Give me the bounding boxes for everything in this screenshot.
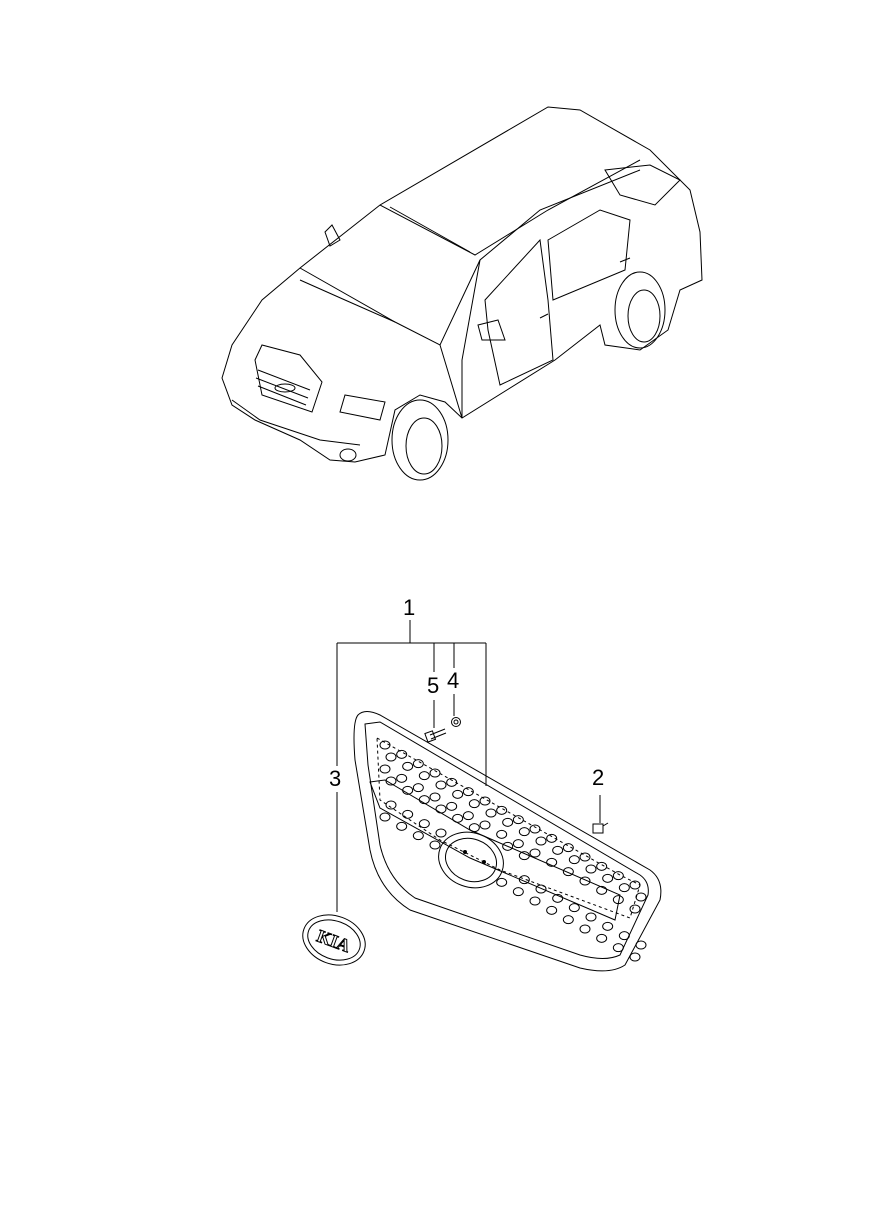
mesh-cell <box>552 893 564 903</box>
mesh-cell <box>529 848 541 858</box>
mesh-cell <box>462 811 474 821</box>
mesh-cell <box>562 843 574 853</box>
vehicle-illustration <box>221 106 703 481</box>
mesh-cell <box>396 773 408 783</box>
mesh-cell <box>579 876 591 886</box>
mesh-cell <box>402 785 414 795</box>
mesh-cell <box>612 895 624 905</box>
mesh-cell <box>435 780 447 790</box>
mesh-cell <box>512 815 524 825</box>
mesh-cell <box>385 752 397 762</box>
mesh-cell <box>568 903 580 913</box>
mesh-cell <box>418 771 430 781</box>
screw-part <box>424 728 447 743</box>
mesh-cell <box>452 813 464 823</box>
callout-4: 4 <box>447 668 460 693</box>
mesh-cell <box>496 829 508 839</box>
mesh-cell <box>518 827 530 837</box>
mesh-cell <box>562 915 574 925</box>
mesh-cell <box>579 852 591 862</box>
mesh-cell <box>512 887 524 897</box>
nut-part <box>451 717 461 727</box>
mesh-cell <box>635 940 647 950</box>
mesh-cell <box>629 904 641 914</box>
mesh-cell <box>535 884 547 894</box>
mesh-cell <box>529 824 541 834</box>
mesh-cell <box>546 833 558 843</box>
mesh-cell <box>435 828 447 838</box>
mesh-cell <box>402 809 414 819</box>
mesh-cell <box>562 867 574 877</box>
mesh-cell <box>429 792 441 802</box>
mesh-cell <box>412 831 424 841</box>
mesh-cell <box>446 777 458 787</box>
emblem-lettering: KIA <box>314 926 353 956</box>
mesh-cell <box>418 795 430 805</box>
mesh-cell <box>546 905 558 915</box>
clip-part <box>592 822 609 834</box>
mesh-cell <box>502 841 514 851</box>
mesh-cell <box>479 796 491 806</box>
mesh-cell <box>418 819 430 829</box>
mesh-cell <box>635 892 647 902</box>
mesh-cell <box>502 817 514 827</box>
mesh-cell <box>612 871 624 881</box>
mesh-cell <box>379 812 391 822</box>
mesh-cell <box>402 761 414 771</box>
mesh-cell <box>585 864 597 874</box>
mesh-cell <box>518 851 530 861</box>
mesh-cell <box>429 768 441 778</box>
mesh-cell <box>602 873 614 883</box>
mesh-cell <box>379 764 391 774</box>
mesh-cell <box>535 836 547 846</box>
mesh-cell <box>446 801 458 811</box>
mesh-cell <box>618 883 630 893</box>
grille-mesh <box>379 740 647 962</box>
callout-5: 5 <box>427 673 440 698</box>
callout-1: 1 <box>403 595 416 620</box>
mesh-cell <box>412 783 424 793</box>
mesh-cell <box>468 823 480 833</box>
kia-emblem: KIA <box>302 914 366 966</box>
mesh-cell <box>618 931 630 941</box>
mesh-cell <box>629 880 641 890</box>
mesh-cell <box>479 820 491 830</box>
mesh-cell <box>412 759 424 769</box>
mesh-cell <box>385 776 397 786</box>
mesh-cell <box>452 789 464 799</box>
mesh-cell <box>518 875 530 885</box>
mesh-cell <box>585 912 597 922</box>
mesh-cell <box>496 805 508 815</box>
callout-3: 3 <box>329 766 342 791</box>
mesh-cell <box>529 896 541 906</box>
mesh-cell <box>596 885 608 895</box>
mesh-cell <box>468 799 480 809</box>
mesh-cell <box>385 800 397 810</box>
mesh-cell <box>568 855 580 865</box>
mesh-cell <box>596 933 608 943</box>
mesh-cell <box>546 857 558 867</box>
leader-lines <box>336 620 601 912</box>
mesh-cell <box>579 924 591 934</box>
mesh-cell <box>485 808 497 818</box>
mesh-cell <box>512 839 524 849</box>
mesh-cell <box>612 943 624 953</box>
mesh-cell <box>629 952 641 962</box>
mesh-cell <box>462 787 474 797</box>
mesh-cell <box>496 877 508 887</box>
mesh-cell <box>429 840 441 850</box>
mesh-cell <box>435 804 447 814</box>
mesh-cell <box>379 740 391 750</box>
mesh-cell <box>602 921 614 931</box>
callout-2: 2 <box>592 765 605 790</box>
mesh-cell <box>396 821 408 831</box>
mesh-cell <box>552 845 564 855</box>
mesh-cell <box>596 861 608 871</box>
mesh-cell <box>396 749 408 759</box>
